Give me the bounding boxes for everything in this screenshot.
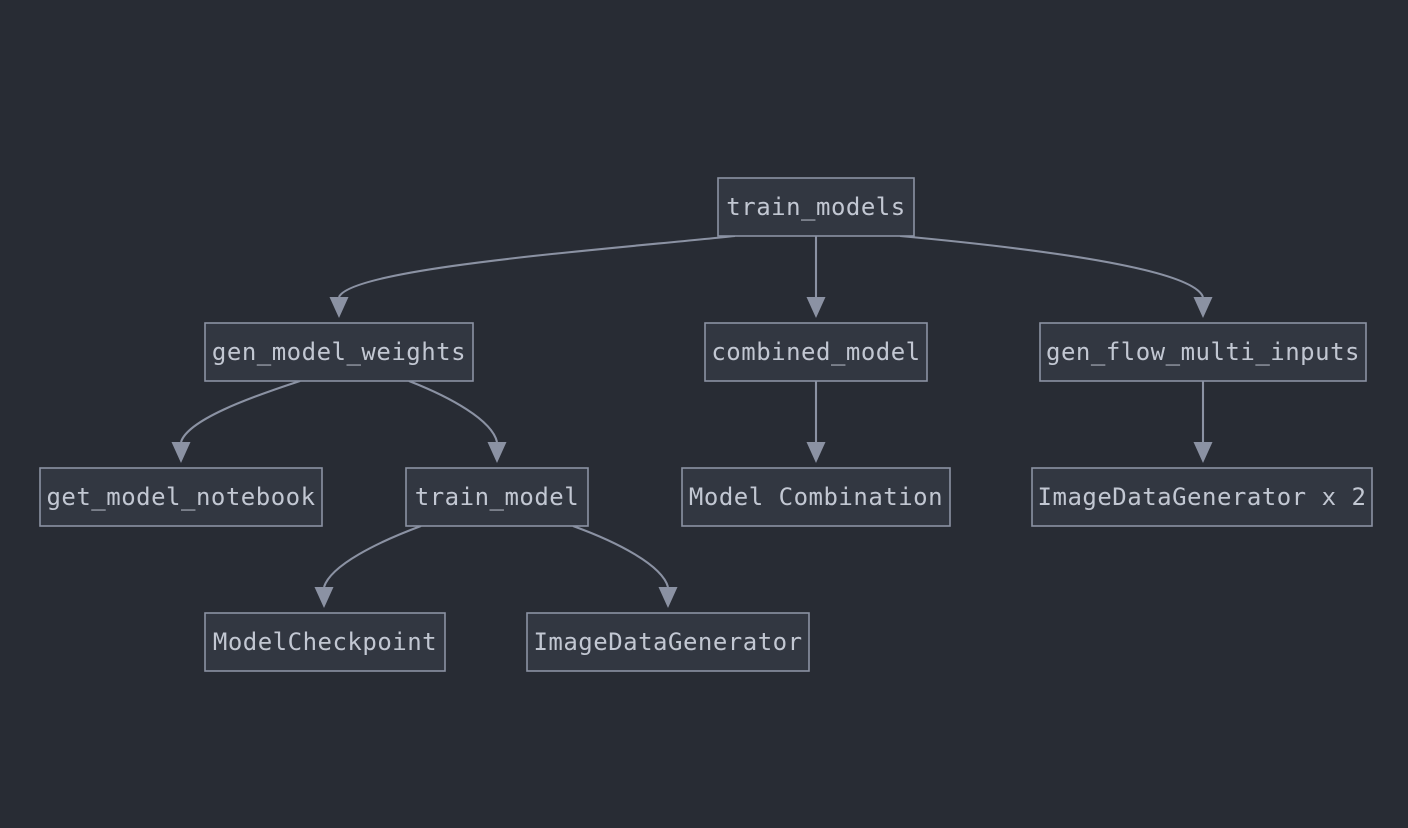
node-train_models[interactable]: train_models — [717, 177, 915, 237]
edge-train_model-to-modelcheckpoint — [314, 525, 422, 608]
node-combined_model[interactable]: combined_model — [704, 322, 928, 382]
edge-gen_model_weights-to-get_model_notebook — [171, 380, 301, 463]
node-label: gen_model_weights — [212, 338, 466, 366]
node-box[interactable] — [681, 467, 951, 527]
node-label: Model Combination — [689, 483, 943, 511]
node-model_combination[interactable]: Model Combination — [681, 467, 951, 527]
arrowhead-icon — [1193, 442, 1213, 463]
node-gen_model_weights[interactable]: gen_model_weights — [204, 322, 474, 382]
edge-combined_model-to-model_combination — [806, 381, 826, 463]
node-box[interactable] — [204, 612, 446, 672]
edge-train_models-to-combined_model — [806, 236, 826, 318]
node-train_model[interactable]: train_model — [405, 467, 589, 527]
node-imagedatagenerator[interactable]: ImageDataGenerator — [526, 612, 810, 672]
node-box[interactable] — [704, 322, 928, 382]
edges-layer — [171, 234, 1213, 608]
arrowhead-icon — [171, 442, 191, 463]
edge-gen_flow_multi_inputs-to-imagedatagenerator_x2 — [1193, 381, 1213, 463]
node-modelcheckpoint[interactable]: ModelCheckpoint — [204, 612, 446, 672]
node-box[interactable] — [1039, 322, 1367, 382]
arrowhead-icon — [806, 442, 826, 463]
edge-train_models-to-gen_flow_multi_inputs — [899, 234, 1213, 318]
nodes-layer: train_models gen_model_weights combined_mo… — [39, 177, 1373, 672]
edge-line — [572, 525, 670, 588]
node-label: ImageDataGenerator x 2 — [1038, 483, 1367, 511]
node-label: combined_model — [711, 338, 920, 366]
edge-train_models-to-gen_model_weights — [329, 234, 736, 318]
node-box[interactable] — [204, 322, 474, 382]
arrowhead-icon — [1193, 297, 1213, 318]
edge-line — [408, 380, 499, 443]
arrowhead-icon — [329, 297, 349, 318]
arrowhead-icon — [806, 297, 826, 318]
node-label: train_model — [415, 483, 579, 511]
edge-gen_model_weights-to-train_model — [408, 380, 507, 463]
edge-line — [180, 380, 301, 443]
node-label: train_models — [726, 193, 905, 221]
edge-line — [322, 525, 422, 588]
edge-train_model-to-imagedatagenerator — [572, 525, 678, 608]
node-box[interactable] — [39, 467, 323, 527]
arrowhead-icon — [314, 587, 334, 608]
node-label: gen_flow_multi_inputs — [1046, 338, 1360, 366]
node-label: ModelCheckpoint — [213, 628, 437, 656]
node-box[interactable] — [717, 177, 915, 237]
edge-line — [338, 234, 736, 298]
node-box[interactable] — [1031, 467, 1373, 527]
node-get_model_notebook[interactable]: get_model_notebook — [39, 467, 323, 527]
node-gen_flow_multi_inputs[interactable]: gen_flow_multi_inputs — [1039, 322, 1367, 382]
edge-line — [899, 234, 1204, 298]
node-box[interactable] — [405, 467, 589, 527]
arrowhead-icon — [487, 442, 507, 463]
node-label: ImageDataGenerator — [533, 628, 802, 656]
node-label: get_model_notebook — [46, 483, 315, 511]
node-imagedatagenerator_x2[interactable]: ImageDataGenerator x 2 — [1031, 467, 1373, 527]
arrowhead-icon — [658, 587, 678, 608]
node-box[interactable] — [526, 612, 810, 672]
